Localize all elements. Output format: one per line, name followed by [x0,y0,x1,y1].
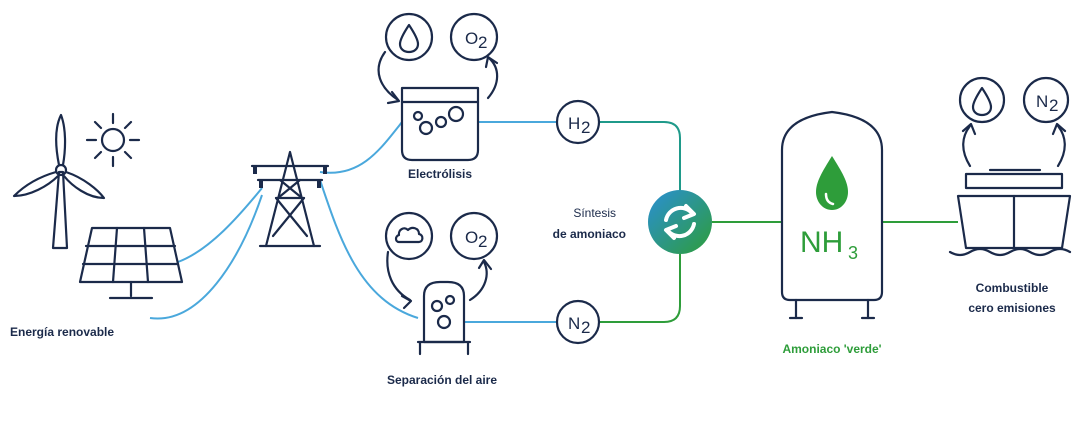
air-separation-unit-icon [416,280,472,356]
nitrogen-symbol-2: N [1036,92,1048,111]
ammonia-formula-subscript: 3 [848,243,858,263]
ship-icon [948,168,1072,257]
ammonia-formula: NH [800,226,843,259]
ammonia-drop-icon [816,156,848,210]
arrow-water-in [377,50,400,102]
label-renewable-energy: Energía renovable [10,325,114,339]
oxygen-symbol: O [465,29,478,48]
arrow-ship-nitrogen-out [1056,124,1066,168]
power-pylon-icon [250,150,330,248]
line-pylon-to-airsep [319,179,419,319]
water-drop-icon [958,76,1006,124]
water-drop-icon [384,12,434,62]
electrolyzer-icon [400,86,480,162]
solar-panel-icon [78,226,184,300]
line-pylon-to-electrolysis [319,121,403,174]
line-n2-to-synthesis [600,254,681,323]
ammonia-tank-icon: NH 3 [780,110,884,320]
label-fuel-line1: Combustible [976,281,1049,295]
label-air-separation: Separación del aire [387,373,497,387]
oxygen-subscript: 2 [478,33,487,52]
label-synthesis-line1: Síntesis [573,206,616,220]
arrow-oxygen-out-2 [468,260,488,302]
oxygen-subscript-2: 2 [478,232,487,251]
arrow-ship-water-out [962,124,972,168]
air-cloud-icon [384,211,434,261]
label-synthesis-line2: de amoniaco [553,227,626,241]
hydrogen-symbol: H [568,114,580,133]
sun-icon [85,112,141,168]
connection-lines [149,121,958,323]
nitrogen-icon: N 2 [555,299,601,345]
nitrogen-subscript-2: 2 [1049,96,1058,115]
label-electrolysis: Electrólisis [408,167,472,181]
wind-turbine-icon [12,113,106,250]
line-h2-to-synthesis [600,121,681,192]
nitrogen-icon: N 2 [1022,76,1070,124]
nitrogen-symbol: N [568,314,580,333]
line-solar-to-pylon-lower [149,194,263,320]
line-solar-to-pylon-upper [177,187,263,263]
label-green-ammonia: Amoniaco 'verde' [782,342,881,356]
arrow-oxygen-out [486,56,499,100]
oxygen-icon: O 2 [449,211,499,261]
synthesis-cycle-icon [648,190,712,254]
nitrogen-subscript: 2 [581,318,590,337]
oxygen-symbol-2: O [465,228,478,247]
oxygen-icon: O 2 [449,12,499,62]
label-fuel-line2: cero emisiones [968,301,1056,315]
hydrogen-subscript: 2 [581,118,590,137]
hydrogen-icon: H 2 [555,99,601,145]
